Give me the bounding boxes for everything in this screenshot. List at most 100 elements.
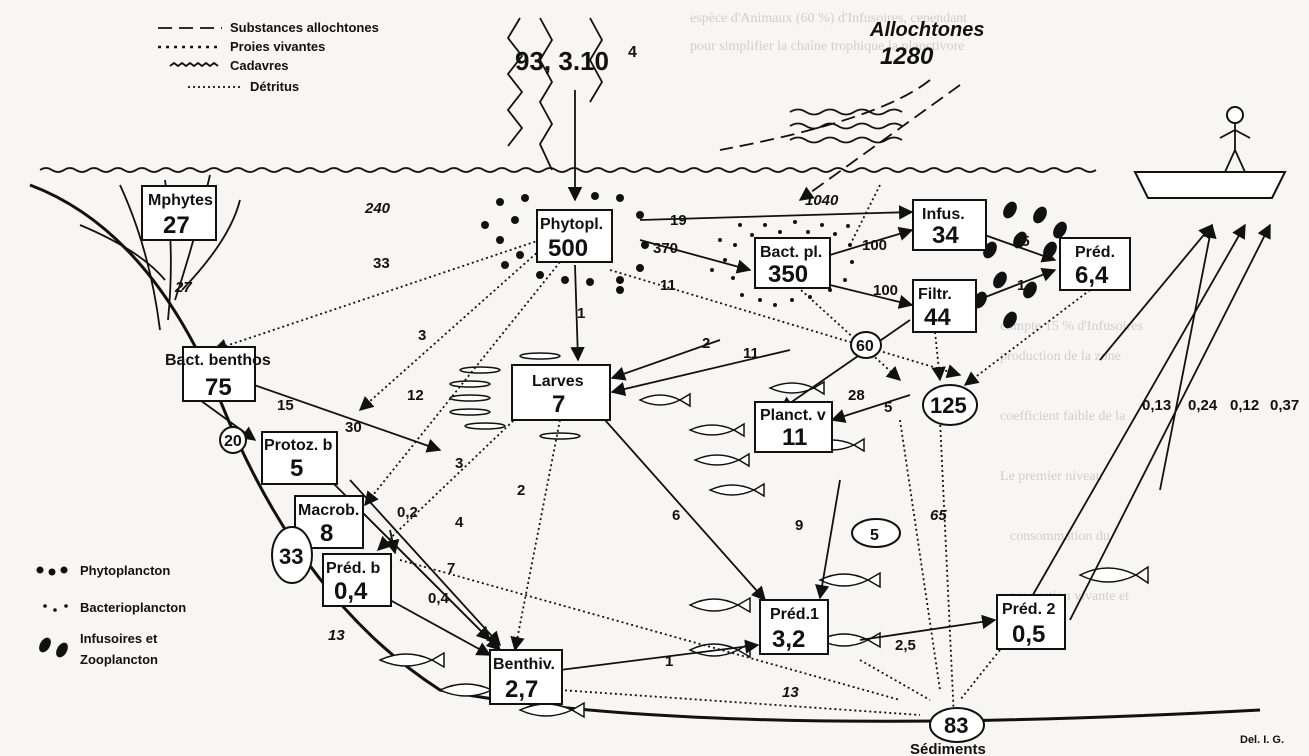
pool-33-value: 33 [279,544,303,569]
pool-83: 83 [930,708,984,742]
flow-9: 9 [795,517,803,534]
pool-20: 20 [220,427,246,453]
legend-bacterio: Bacterioplancton [80,600,186,615]
pool-83-value: 83 [944,713,968,738]
flow-6: 6 [672,507,680,524]
flow-2-5: 2,5 [895,637,916,654]
flow-15-b: 15 [277,397,294,414]
allochthonous-dash-1 [720,80,930,150]
svg-text:coefficient faible de la: coefficient faible de la [1000,409,1126,424]
flow-12: 12 [407,387,424,404]
flow-2-a: 2 [702,335,710,352]
symbol-legend: Phytoplancton Bacterioplancton Infusoire… [37,563,187,667]
node-bact-pl-label: Bact. pl. [760,244,822,261]
node-pred-top-label: Préd. [1075,244,1115,261]
svg-text:consommation du: consommation du [1010,529,1110,544]
node-pred1-label: Préd.1 [770,606,819,623]
flow-1040: 1040 [805,192,839,209]
node-pred2-label: Préd. 2 [1002,601,1055,618]
flow-65: 65 [930,507,947,524]
wave-1 [790,110,902,115]
node-larves-label: Larves [532,373,584,390]
node-larves-value: 7 [552,391,565,418]
node-infus-value: 34 [932,222,959,249]
water-surface [40,168,1096,172]
node-bact-pl-value: 350 [768,261,808,288]
node-pred-top-value: 6,4 [1075,262,1109,289]
flow-27: 27 [174,279,192,296]
svg-text:compte 15 % d'Infusoires: compte 15 % d'Infusoires [1000,319,1143,334]
fisherman-boat-icon [1135,107,1285,198]
solar-value: 93, 3.10 [515,46,609,76]
sediments-label: Sédiments [910,741,986,756]
flow-0-12: 0,12 [1230,397,1259,414]
pool-20-value: 20 [224,433,242,450]
node-bact-pl: Bact. pl. 350 [755,238,830,288]
node-infus-label: Infus. [922,206,965,223]
flow-28: 28 [848,387,865,404]
pool-60-value: 60 [856,338,874,355]
pool-5: 5 [852,519,900,547]
legend-zoo-1: Infusoires et [80,631,158,646]
zigzag-mid [540,18,552,170]
legend-wavy-line [170,63,218,66]
node-filtr-value: 44 [924,304,951,331]
flow-3-a: 3 [418,327,426,344]
node-pred-top: Préd. 6,4 [1060,238,1130,290]
legend-zoo-2: Zooplancton [80,652,158,667]
node-mphytes: Mphytes 27 [142,186,216,240]
svg-text:Le premier niveau: Le premier niveau [1000,469,1103,484]
solar-exponent: 4 [628,44,637,61]
node-phyto: Phytopl. 500 [537,210,612,262]
node-phyto-value: 500 [548,235,588,262]
flow-19: 19 [670,212,687,229]
wave-2 [790,124,902,129]
flow-3-b: 3 [455,455,463,472]
node-larves: Larves 7 [512,365,610,420]
node-bact-benthos-label: Bact. benthos [165,352,271,369]
flow-11-a: 11 [660,277,676,294]
pool-60: 60 [851,332,881,358]
flow-100-b: 100 [873,282,898,299]
flow-7: 7 [447,560,455,577]
node-planct-v-value: 11 [782,424,807,451]
node-protoz: Protoz. b 5 [262,432,337,484]
legend-phyto: Phytoplancton [80,563,170,578]
flow-13-b: 13 [782,684,799,701]
node-benthiv-label: Benthiv. [493,656,555,673]
node-mphytes-label: Mphytes [148,192,213,209]
flow-1-a: 1 [577,305,585,322]
node-pred-b-label: Préd. b [326,560,380,577]
legend-allochthonous: Substances allochtones [230,20,379,35]
zigzag-left [508,18,522,146]
node-bact-benthos-value: 75 [205,374,232,401]
flow-240: 240 [364,200,391,217]
legend-live-prey: Proies vivantes [230,39,325,54]
flow-2-b: 2 [517,482,525,499]
flow-1-b: 1 [1017,277,1025,294]
flow-0-37: 0,37 [1270,397,1299,414]
legend-carcasses: Cadavres [230,58,289,73]
node-pred1-value: 3,2 [772,626,805,653]
flow-0-13: 0,13 [1142,397,1171,414]
node-pred1: Préd.1 3,2 [760,600,828,654]
node-mphytes-value: 27 [163,212,190,239]
flow-5: 5 [884,399,892,416]
node-protoz-label: Protoz. b [264,437,333,454]
node-protoz-value: 5 [290,455,303,482]
legend: Substances allochtones Proies vivantes C… [158,20,379,94]
allochthonous-label: Allochtones [869,19,984,41]
node-planct-v: Planct. v 11 [755,402,832,452]
node-macrob-value: 8 [320,520,333,547]
pool-33: 33 [272,527,312,583]
node-macrob-label: Macrob. [298,502,359,519]
legend-detritus: Détritus [250,79,299,94]
node-phyto-label: Phytopl. [540,216,603,233]
flow-0-2: 0,2 [397,504,418,521]
flow-0-24: 0,24 [1188,397,1218,414]
node-bact-benthos: Bact. benthos 75 [165,347,271,401]
pool-5-value: 5 [870,527,879,544]
flow-100-a: 100 [862,237,887,254]
credit-label: Del. I. G. [1240,734,1284,746]
